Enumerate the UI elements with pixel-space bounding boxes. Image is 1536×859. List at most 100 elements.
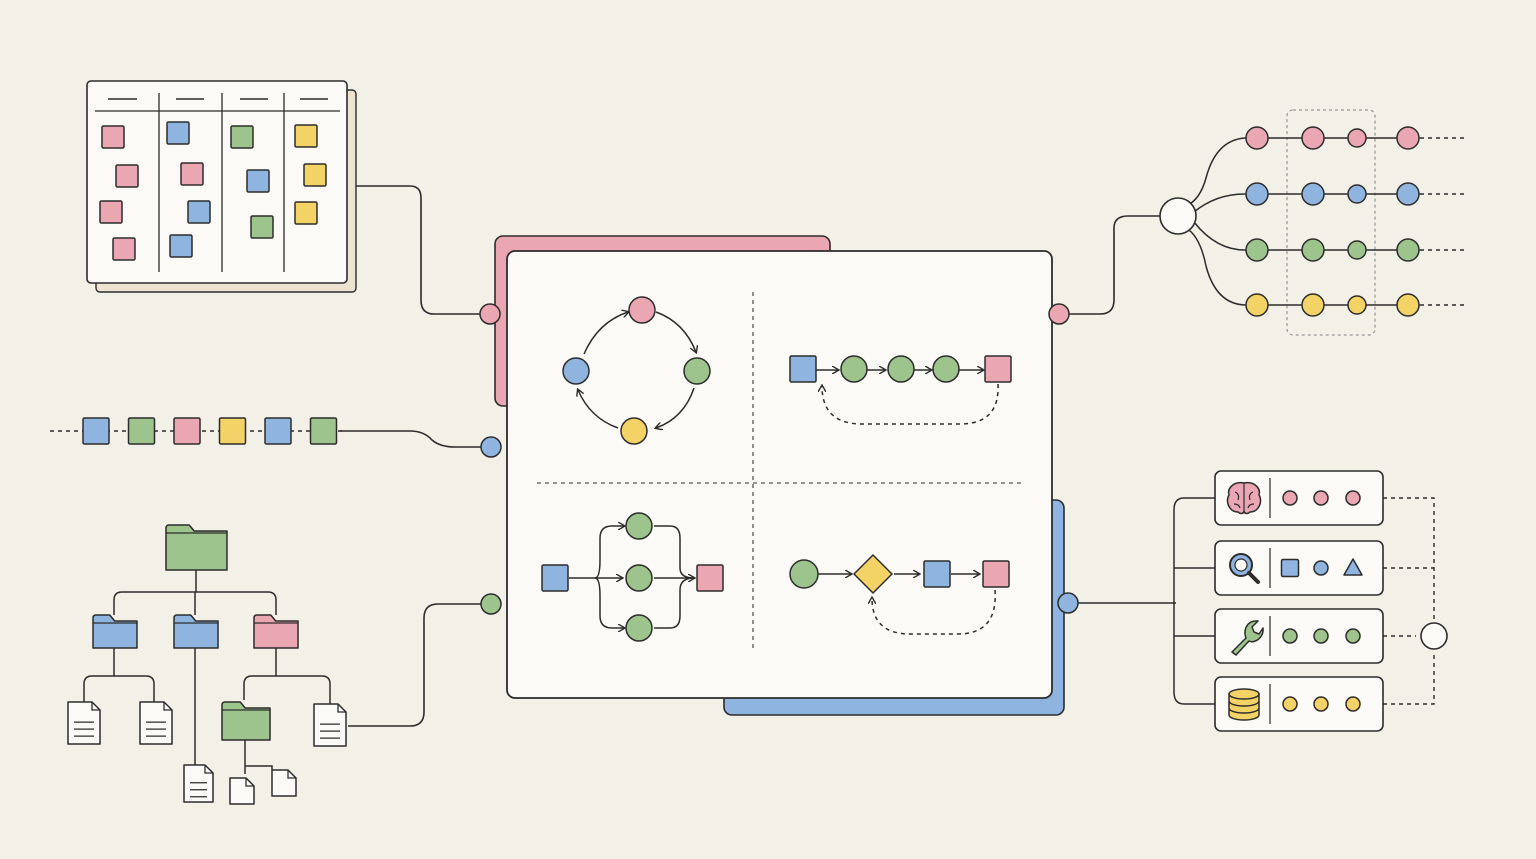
kanban-card [169, 234, 193, 258]
port-right-blue [1057, 592, 1079, 614]
decision-pipeline [789, 554, 1010, 635]
decision-start-node [789, 559, 819, 589]
fanout-sink-node [696, 564, 724, 592]
database-icon [1228, 688, 1260, 721]
stream-row [1245, 238, 1464, 262]
stream-node [1396, 238, 1420, 262]
linear-pipeline [789, 355, 1012, 425]
stream-hub [1159, 197, 1197, 235]
document-icon [271, 769, 297, 797]
stream-node [1245, 238, 1269, 262]
stream-node [1347, 295, 1367, 315]
sequence-block [264, 417, 292, 445]
decision-diamond-node [853, 554, 893, 594]
sequence-block [218, 417, 247, 445]
connector-streams [1059, 215, 1162, 315]
connector-lines [340, 185, 1176, 727]
wrench-icon [1231, 620, 1264, 656]
sequence-block [82, 417, 110, 445]
folder-grandchild [221, 701, 271, 741]
pipeline-step-node [887, 355, 915, 383]
fan-out-fan-in [541, 512, 724, 642]
connector-strip [340, 430, 491, 448]
stream-highlight-box [1286, 109, 1376, 336]
cycle-node [620, 417, 648, 445]
document-icon [183, 764, 214, 803]
stream-node [1301, 182, 1325, 206]
fanout-branch-node [625, 564, 653, 592]
kanban-board [86, 80, 357, 293]
sequence-block [173, 417, 201, 445]
tool-status-dot [1313, 628, 1329, 644]
port-left-green [480, 593, 502, 615]
tool-stack [1173, 470, 1448, 732]
stream-node [1396, 293, 1420, 317]
tool-row [1214, 540, 1384, 596]
decision-step-node [923, 560, 951, 588]
kanban-card [166, 121, 190, 145]
brain-icon [1226, 481, 1262, 515]
stream-node [1396, 126, 1420, 150]
pipeline-step-node [932, 355, 960, 383]
tool-status-dot [1282, 696, 1298, 712]
tool-output-hub [1420, 622, 1448, 650]
stream-node [1396, 182, 1420, 206]
pipeline-end-node [984, 355, 1012, 383]
kanban-card [187, 200, 211, 224]
port-right-pink [1048, 303, 1070, 325]
tool-status-dot [1282, 628, 1298, 644]
stream-node [1347, 240, 1367, 260]
sequence-block [309, 417, 338, 445]
kanban-card [99, 200, 123, 224]
tool-shape-triangle [1343, 558, 1363, 576]
stream-node [1245, 182, 1269, 206]
kanban-card [294, 201, 318, 225]
stream-row [1245, 182, 1464, 206]
cycle-node [683, 357, 711, 385]
cycle-node [628, 296, 656, 324]
tool-status-dot [1345, 696, 1361, 712]
fanout-source-node [541, 564, 569, 592]
tool-status-dot [1345, 490, 1361, 506]
folder-child [253, 614, 299, 649]
kanban-card [112, 237, 136, 261]
parallel-streams [1159, 109, 1464, 336]
port-left-blue [480, 436, 502, 458]
document-icon [67, 701, 101, 745]
pipeline-start-node [789, 355, 817, 383]
kanban-card [180, 162, 204, 186]
stream-node [1245, 293, 1269, 317]
stream-node [1245, 126, 1269, 150]
stream-row [1245, 126, 1464, 150]
stream-row [1245, 293, 1464, 317]
cycle-node [562, 357, 590, 385]
tool-status-dot [1313, 696, 1329, 712]
kanban-card [115, 164, 139, 188]
decision-end-node [982, 560, 1010, 588]
fanout-branch-node [625, 512, 653, 540]
tool-row [1214, 608, 1384, 664]
file-tree [67, 524, 347, 805]
tool-status-dot [1345, 628, 1361, 644]
document-icon [229, 777, 255, 805]
tool-status-dot [1282, 490, 1298, 506]
magnifier-icon [1229, 553, 1260, 584]
port-left-pink [479, 303, 501, 325]
kanban-card [250, 215, 274, 239]
kanban-card [101, 125, 125, 149]
kanban-card [230, 125, 254, 149]
stream-node [1347, 184, 1367, 204]
stream-node [1301, 293, 1325, 317]
tool-row [1214, 470, 1384, 526]
central-panel [494, 235, 1065, 716]
stream-node [1301, 126, 1325, 150]
tool-row [1214, 676, 1384, 732]
connector-tree [348, 603, 491, 727]
sequence-block [127, 417, 156, 445]
folder-root [165, 524, 228, 571]
sequence-strip [50, 417, 345, 445]
fanout-branch-node [625, 614, 653, 642]
kanban-card [303, 163, 327, 187]
folder-child [92, 614, 138, 649]
